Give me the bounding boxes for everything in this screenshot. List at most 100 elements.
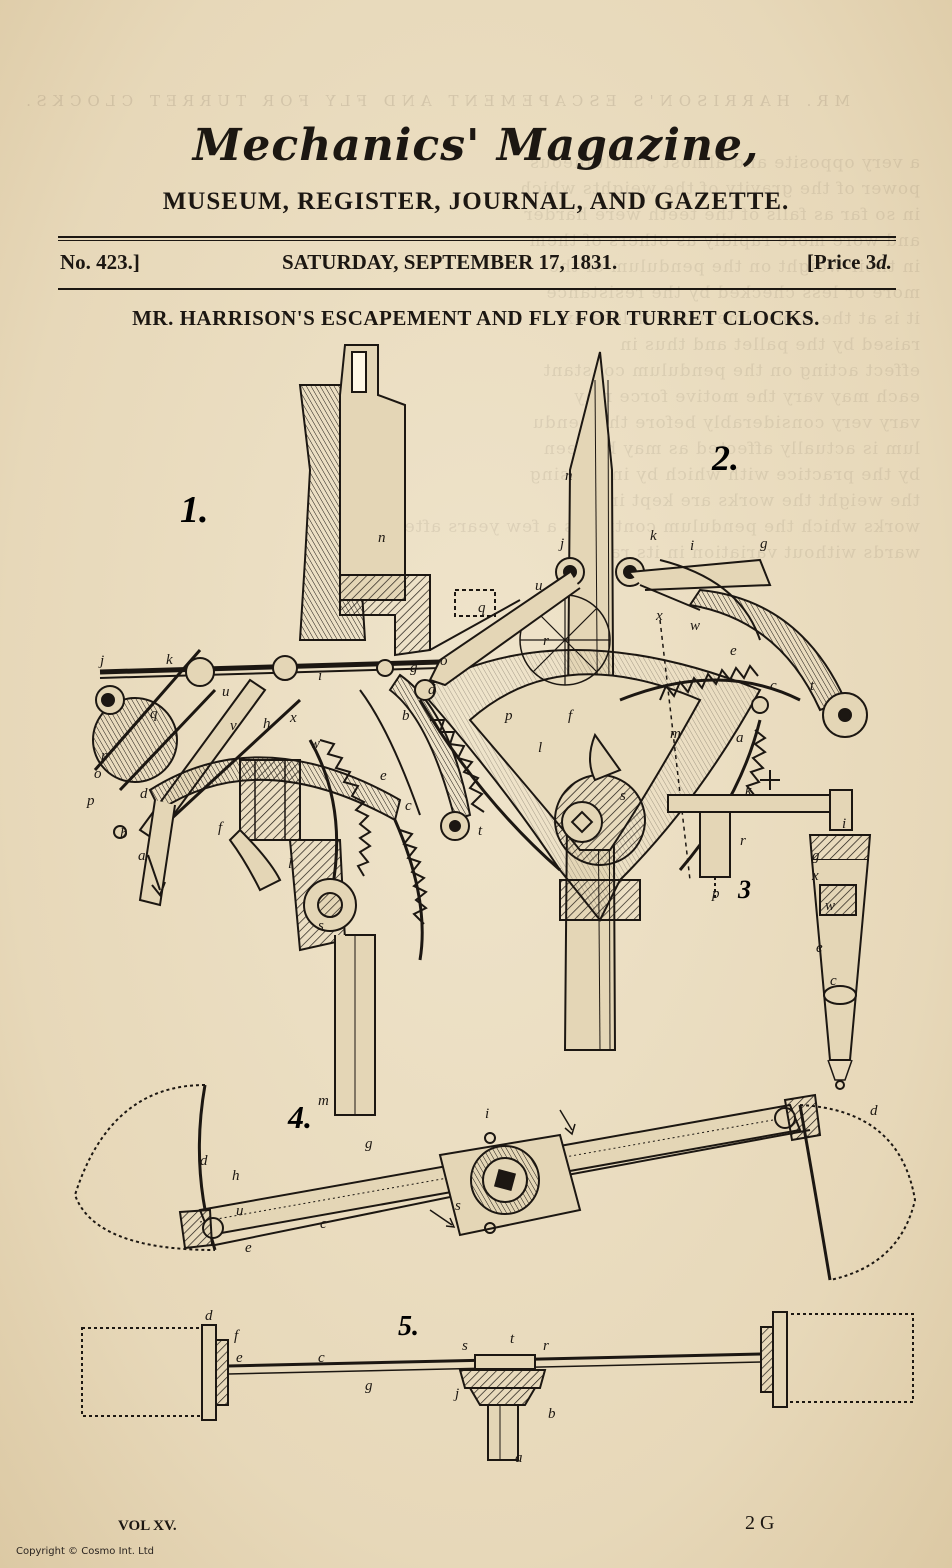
figure-5-number: 5. (398, 1311, 419, 1342)
fig1-label: l (288, 856, 292, 872)
fig2-label: m (670, 726, 681, 742)
fig1-label: h (263, 716, 271, 732)
issue-number: No. 423.] (60, 250, 140, 274)
masthead-subtitle: MUSEUM, REGISTER, JOURNAL, AND GAZETTE. (162, 188, 790, 215)
fig1-label: i (318, 668, 322, 684)
dateline-rule (58, 288, 896, 290)
fig5-label: r (543, 1338, 549, 1354)
fig3-label: e (816, 940, 823, 956)
fig2-label: g (760, 536, 768, 552)
fig4-label: c (320, 1216, 327, 1232)
fig1-label: c (405, 798, 412, 814)
fig1-label: s (318, 918, 324, 934)
copyright-notice: Copyright © Cosmo Int. Ltd (16, 1546, 154, 1557)
figure-1-number: 1. (180, 489, 209, 531)
fig5-label: d (205, 1308, 213, 1324)
fig2-label: q (478, 600, 486, 616)
fig3-label: i (842, 816, 846, 832)
top-rule-thin (58, 240, 896, 241)
fig1-label: m (318, 1093, 329, 1109)
fig1-label: k (166, 652, 173, 668)
top-rule (58, 236, 896, 238)
fig2-label: f (568, 708, 574, 724)
fig2-label: j (558, 536, 564, 552)
signature-mark: 2 G (745, 1512, 775, 1534)
fig1-label: n (378, 530, 386, 546)
fig4-label: d (200, 1153, 208, 1169)
fig2-label: w (690, 618, 700, 634)
issue-price: [Price 3d. (806, 250, 892, 274)
issue-date: SATURDAY, SEPTEMBER 17, 1831. (282, 250, 618, 274)
fig3-label: r (740, 833, 746, 849)
figure-1-escapement (92, 344, 472, 1116)
fig5-label: j (453, 1386, 459, 1402)
fig4-label: i (485, 1106, 489, 1122)
fig1-label: e (380, 768, 387, 784)
fig3-label: g (812, 848, 820, 864)
article-title: MR. HARRISON'S ESCAPEMENT AND FLY FOR TU… (132, 306, 820, 330)
fig5-label: f (234, 1328, 240, 1344)
fig5-label: g (365, 1378, 373, 1394)
fig2-label: e (730, 643, 737, 659)
figure-4-number: 4. (287, 1099, 312, 1135)
fig1-label: f (218, 820, 224, 836)
fig1-label: r (101, 748, 107, 764)
fig4-label: h (232, 1168, 240, 1184)
fig4-label: u (236, 1203, 244, 1219)
fig1-label: o (94, 766, 102, 782)
figure-3-number: 3 (737, 875, 751, 904)
figure-4-fly (73, 1084, 917, 1281)
fig2-label: s (620, 788, 626, 804)
fig2-label: a (736, 730, 744, 746)
dateline: No. 423.] SATURDAY, SEPTEMBER 17, 1831. … (60, 250, 892, 280)
fig1-label: g (410, 660, 418, 676)
fig4-label: d (870, 1103, 878, 1119)
fig3-label: w (825, 898, 835, 914)
fig1-label: a (138, 848, 146, 864)
fig2-label: i (690, 538, 694, 554)
fig1-label: q (150, 706, 158, 722)
fig5-label: c (318, 1350, 325, 1366)
fig1-label: w (310, 736, 320, 752)
fig2-label: u (535, 578, 543, 594)
fig2-label: d (428, 682, 436, 698)
fig5-label: b (548, 1406, 556, 1422)
fig4-label: e (245, 1240, 252, 1256)
fig2-label: o (440, 653, 448, 669)
fig3-label: k (745, 783, 752, 799)
fig2-label: t (810, 678, 815, 694)
fig1-label: u (222, 684, 230, 700)
figure-2-escapement (414, 351, 868, 1051)
fig2-label: r (543, 633, 549, 649)
figure-3-detail (667, 770, 872, 1090)
fig5-label: e (236, 1350, 243, 1366)
fig1-label: v (230, 718, 237, 734)
volume-number: VOL XV. (118, 1518, 177, 1534)
fig1-label: d (140, 786, 148, 802)
fig1-label: j (98, 653, 104, 669)
fig5-label: a (515, 1450, 523, 1466)
fig4-label: g (365, 1136, 373, 1152)
fig2-label: n (565, 468, 573, 484)
fig1-label: b (120, 826, 128, 842)
figure-labels: 1. 2. 3 4. 5. j k n q r o p u v h x i g … (86, 438, 878, 1466)
fig1-label: p (86, 793, 95, 809)
fig3-label: p (711, 886, 720, 902)
fig2-label: x (655, 608, 663, 624)
fig5-label: t (510, 1331, 515, 1347)
fig2-label: l (538, 740, 542, 756)
masthead-title: Mechanics' Magazine, (192, 120, 760, 171)
fig3-label: x (811, 868, 819, 884)
fig3-label: c (830, 973, 837, 989)
fig2-label: k (650, 528, 657, 544)
figure-5-plan (81, 1311, 914, 1461)
fig2-label: c (770, 678, 777, 694)
fig1-label: t (478, 823, 483, 839)
fig4-label: s (455, 1198, 461, 1214)
fig1-label: x (289, 710, 297, 726)
fig2-label: p (504, 708, 513, 724)
figure-2-number: 2. (711, 438, 739, 478)
fig2-label: b (402, 708, 410, 724)
fig5-label: s (462, 1338, 468, 1354)
